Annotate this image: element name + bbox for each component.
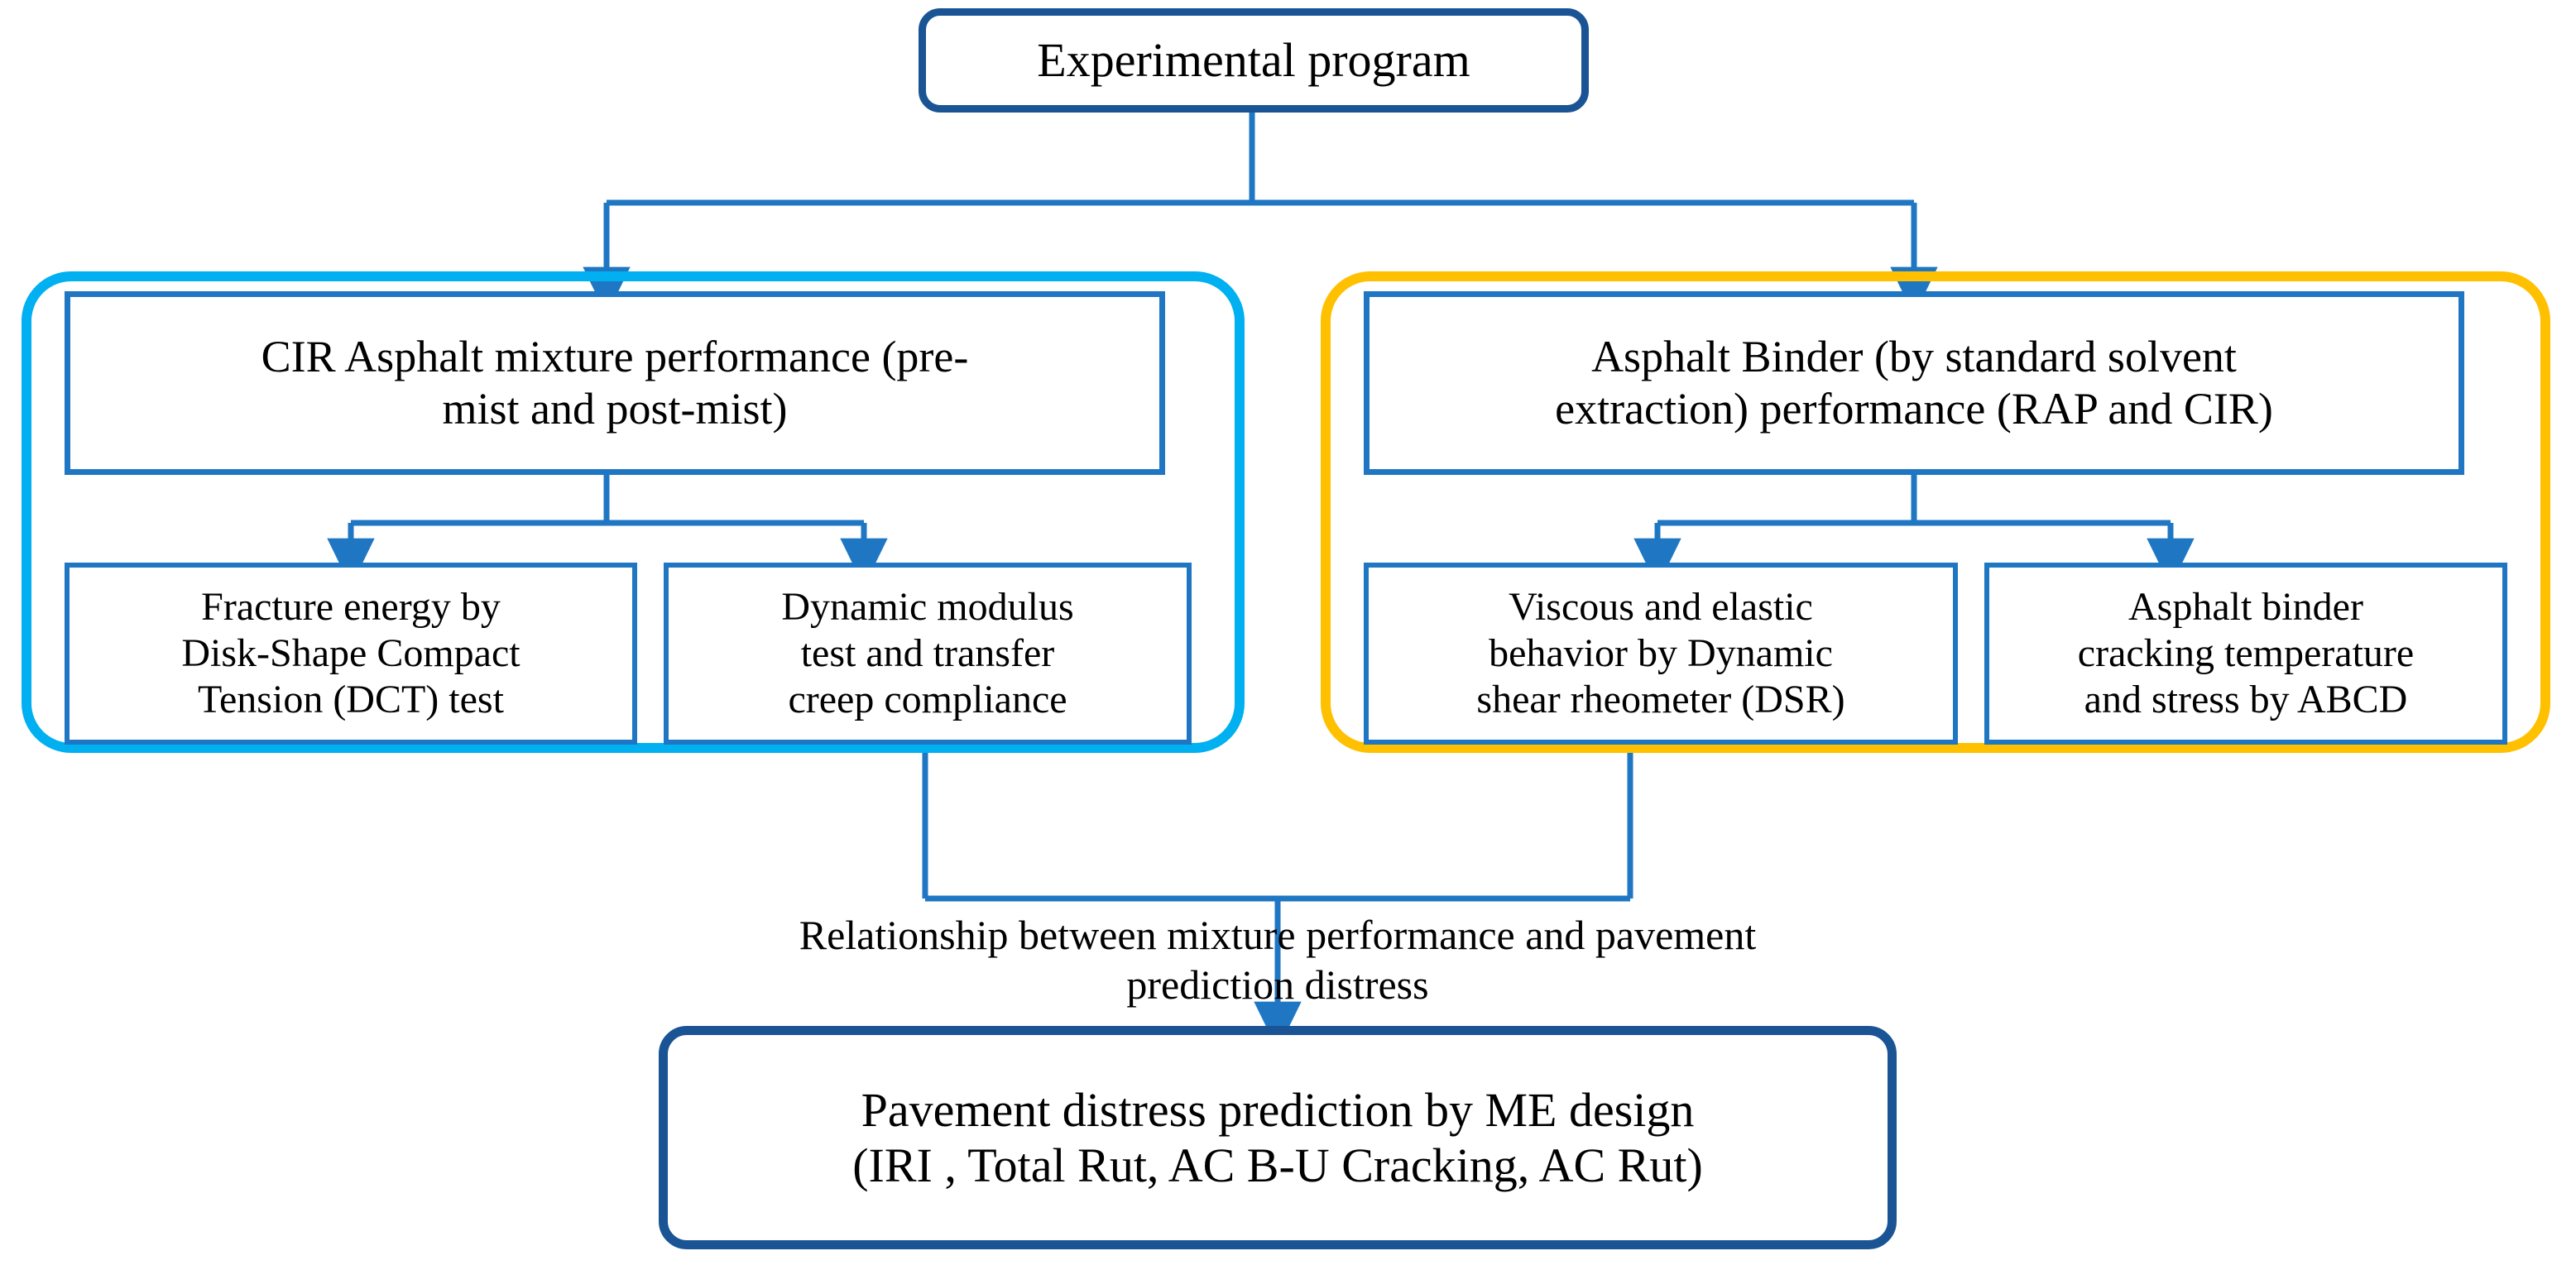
node-abcd-test[interactable]: Asphalt binder cracking temperature and … — [1984, 563, 2507, 745]
node-mixture-header[interactable]: CIR Asphalt mixture performance (pre- mi… — [65, 291, 1165, 475]
node-label: CIR Asphalt mixture performance (pre- mi… — [261, 332, 969, 434]
node-label: Viscous and elastic behavior by Dynamic … — [1476, 585, 1845, 721]
caption-line-2: prediction distress — [1126, 961, 1429, 1008]
node-label: Fracture energy by Disk-Shape Compact Te… — [181, 585, 520, 721]
node-dsr-test[interactable]: Viscous and elastic behavior by Dynamic … — [1364, 563, 1958, 745]
node-label: Asphalt binder cracking temperature and … — [2077, 585, 2415, 721]
node-dynamic-modulus-test[interactable]: Dynamic modulus test and transfer creep … — [664, 563, 1192, 745]
group-container-mixture — [22, 271, 1245, 753]
edge-caption-relationship: Relationship between mixture performance… — [533, 910, 2022, 1009]
node-label: Experimental program — [1037, 33, 1470, 88]
node-pavement-distress-prediction[interactable]: Pavement distress prediction by ME desig… — [659, 1026, 1897, 1249]
node-label: Asphalt Binder (by standard solvent extr… — [1555, 332, 2273, 434]
node-label: Dynamic modulus test and transfer creep … — [781, 585, 1074, 721]
node-dct-test[interactable]: Fracture energy by Disk-Shape Compact Te… — [65, 563, 637, 745]
node-experimental-program[interactable]: Experimental program — [919, 8, 1589, 113]
caption-line-1: Relationship between mixture performance… — [799, 912, 1757, 958]
node-label: Pavement distress prediction by ME desig… — [852, 1082, 1703, 1192]
node-binder-header[interactable]: Asphalt Binder (by standard solvent extr… — [1364, 291, 2464, 475]
